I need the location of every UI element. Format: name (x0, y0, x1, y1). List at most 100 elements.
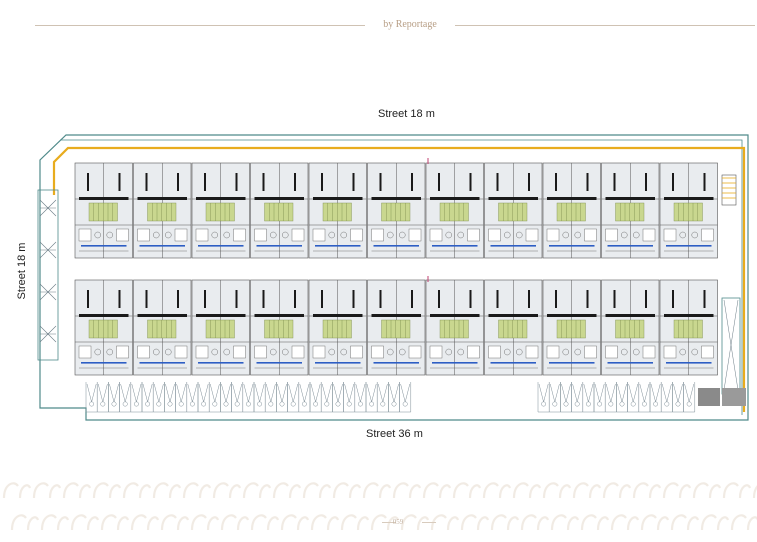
fixture (663, 228, 677, 242)
housing-unit (191, 162, 250, 259)
unit-wall (469, 290, 472, 308)
bay-v (265, 383, 276, 403)
pattern-motif (40, 514, 70, 530)
unit-wall (87, 173, 89, 191)
bay-tree (574, 401, 580, 407)
pattern-motif (250, 514, 280, 530)
bay-tree (552, 401, 558, 407)
left-parking-frame (37, 189, 59, 361)
bay-tree (541, 401, 547, 407)
pattern-motif (460, 514, 490, 530)
fixture (350, 228, 363, 242)
bay-tree (619, 401, 625, 407)
fixture (116, 345, 129, 359)
parking-bay (604, 382, 617, 413)
fixture (328, 348, 335, 356)
bay-v (86, 383, 97, 403)
fixture (429, 345, 443, 359)
fixture (291, 228, 305, 242)
blue-accent (549, 362, 595, 364)
unit-wall (145, 173, 148, 191)
housing-unit (601, 279, 660, 376)
housing-unit (484, 162, 543, 259)
fixture (574, 348, 581, 356)
parking-bay (39, 241, 57, 259)
bay-v (583, 383, 594, 403)
unit-wall (430, 197, 480, 200)
bay-v (661, 383, 672, 403)
fixture (137, 345, 150, 359)
unit-wall (177, 290, 179, 308)
bay-v (639, 383, 650, 403)
blue-accent (549, 245, 595, 247)
bay-v (288, 383, 299, 403)
fixture (174, 345, 188, 359)
fixture (153, 348, 160, 356)
fixture (94, 231, 101, 239)
fixture (195, 345, 209, 359)
bay-tree (189, 401, 195, 407)
blue-accent (666, 245, 712, 247)
site-boundary-inner (60, 139, 743, 415)
pattern-motif (542, 482, 572, 499)
fixture (282, 348, 289, 356)
pattern-motif (92, 482, 122, 499)
parking-bay (638, 382, 651, 413)
fixture (106, 348, 113, 356)
unit-wall (438, 290, 440, 308)
fixture (340, 348, 347, 356)
pattern-motif (572, 482, 602, 499)
bay-v (97, 383, 108, 403)
footer-rule-left (382, 522, 396, 523)
bay-v (187, 383, 198, 403)
housing-unit (484, 279, 543, 376)
fixture (211, 231, 218, 239)
unit-wall (496, 173, 499, 191)
fixture (174, 228, 188, 242)
blue-accent (198, 362, 244, 364)
parking-bay (152, 382, 165, 413)
unit-wall (177, 173, 179, 191)
fixture (691, 231, 698, 239)
bay-v (131, 383, 142, 403)
bay-v (549, 383, 560, 403)
housing-unit (133, 162, 192, 259)
bay-tree (402, 401, 408, 407)
road-line (52, 146, 746, 412)
fixture (546, 345, 560, 359)
unit-wall (411, 173, 413, 191)
bay-v (321, 383, 332, 403)
parking-bay (354, 382, 367, 413)
fixture (445, 231, 452, 239)
parking-bay (220, 382, 232, 413)
unit-wall (703, 290, 706, 308)
fixture (633, 231, 640, 239)
unit-wall (672, 290, 674, 308)
fixture (605, 345, 618, 359)
bay-v (389, 383, 399, 403)
pattern-motif (302, 482, 332, 499)
fixture (371, 228, 384, 242)
blue-accent (432, 362, 478, 364)
parking-bay (582, 382, 595, 413)
bay-tree (675, 401, 681, 407)
parking-bay (164, 382, 176, 413)
housing-unit (542, 279, 601, 376)
fixture (312, 228, 326, 242)
housing-unit (74, 279, 133, 376)
parking-bay (39, 325, 57, 343)
unit-wall (262, 290, 265, 308)
bay-v (165, 383, 175, 403)
fixture (254, 228, 267, 242)
parking-bay (343, 382, 356, 413)
bay-lines (683, 382, 696, 413)
unit-wall (469, 173, 472, 191)
fixture (701, 345, 714, 359)
fixture (445, 348, 452, 356)
pattern-motif (602, 482, 632, 499)
bay-v (176, 383, 187, 403)
parking-bay (39, 283, 57, 301)
unit-wall (352, 173, 355, 191)
housing-unit (659, 279, 718, 376)
